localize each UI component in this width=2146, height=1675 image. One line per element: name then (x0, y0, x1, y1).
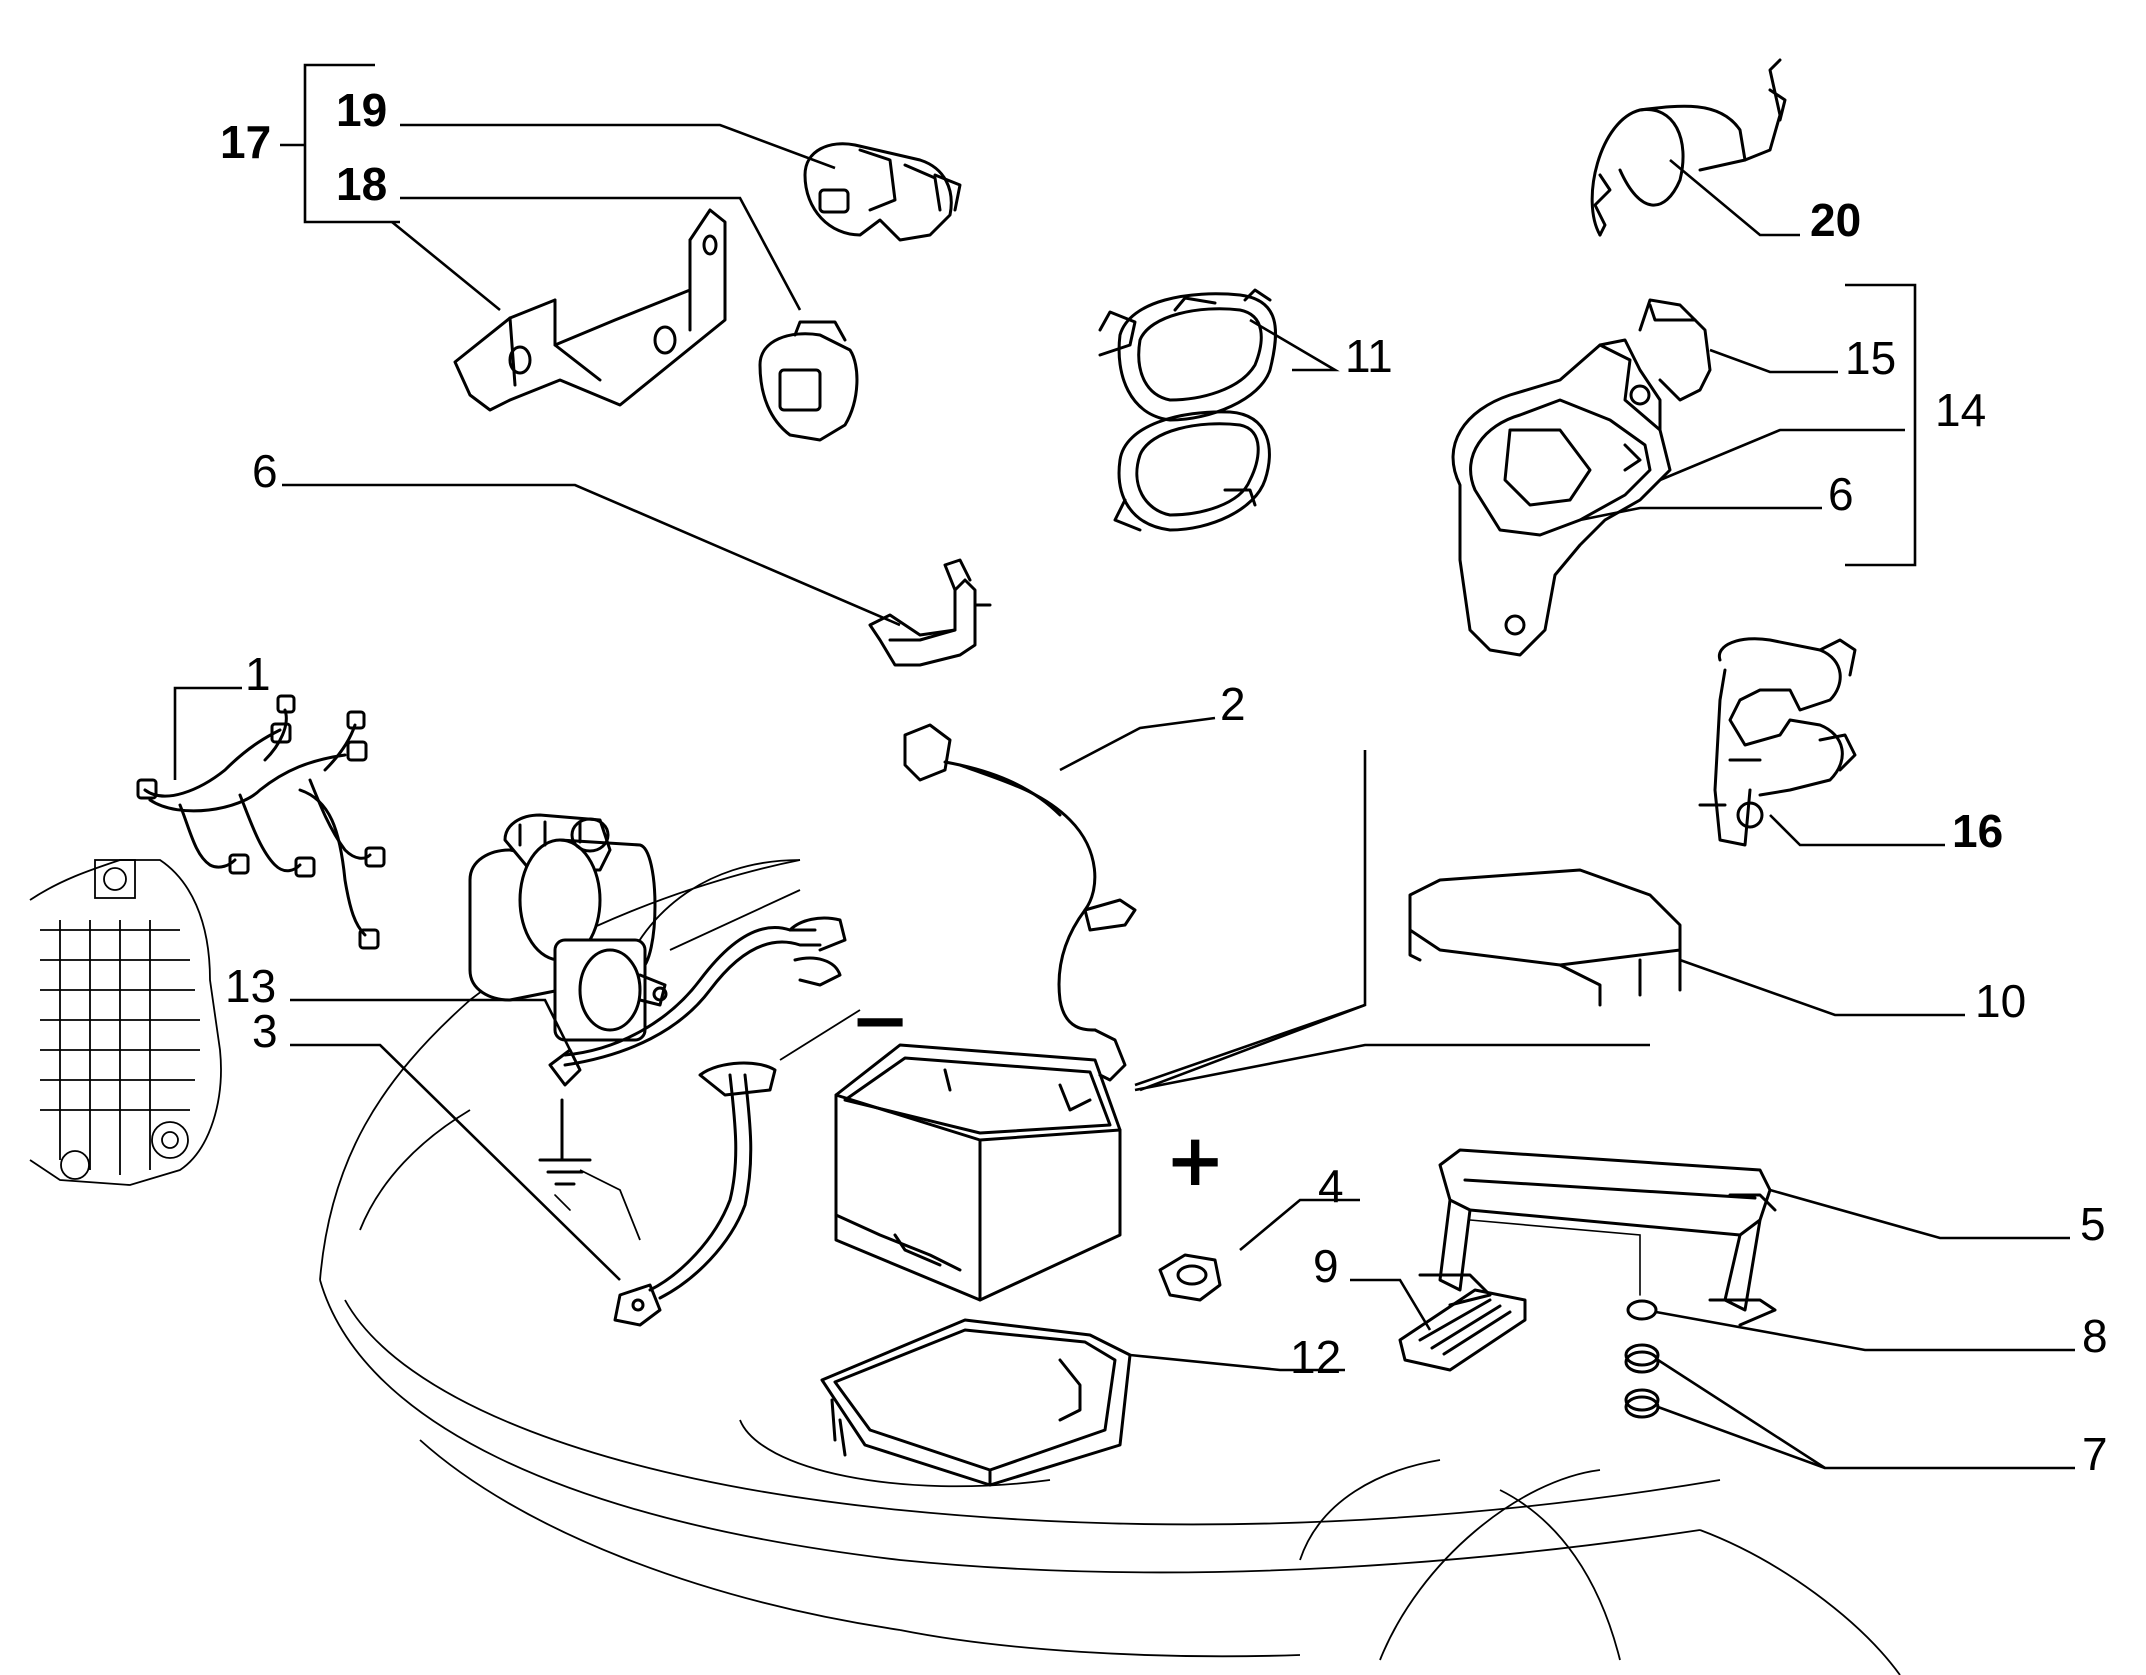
callout-3: 3 (252, 1005, 278, 1057)
callout-15: 15 (1845, 332, 1896, 384)
part-4-nut (1158, 1253, 1222, 1302)
part-20-spring-clip (1590, 58, 1787, 237)
callout-19: 19 (336, 84, 387, 136)
part-12-battery-tray (820, 1318, 1132, 1487)
callout-8: 8 (2082, 1310, 2108, 1362)
positive-terminal-sign: + (1165, 1118, 1225, 1202)
callout-5: 5 (2080, 1198, 2106, 1250)
callout-12: 12 (1290, 1331, 1341, 1383)
callout-labels: 17 19 18 20 11 15 14 6 6 16 1 2 10 13 3 … (220, 84, 2108, 1480)
part-14-holder-assembly (1451, 298, 1712, 657)
starter-motor (468, 813, 668, 1042)
part-2-positive-cable (903, 723, 1137, 1082)
callout-20: 20 (1810, 194, 1861, 246)
negative-terminal-sign: − (850, 978, 910, 1062)
leader-lines (173, 123, 2075, 1470)
callout-4: 4 (1318, 1160, 1344, 1212)
part-10-cover (1408, 868, 1682, 1007)
callout-14: 14 (1935, 384, 1986, 436)
callout-1: 1 (245, 648, 271, 700)
part-18-bracket (453, 208, 727, 412)
alternator-outline (29, 859, 222, 1186)
ground-symbol-icon (538, 1098, 592, 1211)
part-9-clamp-foot (1398, 1288, 1527, 1372)
callout-2: 2 (1220, 678, 1246, 730)
callout-6-right: 6 (1828, 468, 1854, 520)
car-body-outline (319, 859, 1901, 1675)
part-18-clip (758, 320, 859, 442)
callout-10: 10 (1975, 975, 2026, 1027)
battery (834, 1043, 1122, 1302)
part-11-double-clamp (1098, 288, 1277, 532)
callout-18: 18 (336, 158, 387, 210)
part-3-negative-cable (548, 916, 847, 1327)
callout-6-left: 6 (252, 445, 278, 497)
callout-17: 17 (220, 116, 271, 168)
callout-11: 11 (1345, 330, 1393, 382)
part-19-clip (803, 142, 962, 242)
callout-bracket-17 (280, 63, 400, 224)
part-8-washer (1626, 1299, 1658, 1321)
part-1-wiring-harness (136, 694, 386, 950)
part-6-bracket (868, 558, 992, 667)
callout-7: 7 (2082, 1428, 2108, 1480)
callout-13: 13 (225, 960, 276, 1012)
callout-16: 16 (1952, 805, 2003, 857)
part-7-spacers (1624, 1343, 1660, 1419)
callout-9: 9 (1313, 1240, 1339, 1292)
part-16-double-clip (1698, 637, 1857, 847)
part-5-hold-down-bar (1418, 1148, 1777, 1327)
